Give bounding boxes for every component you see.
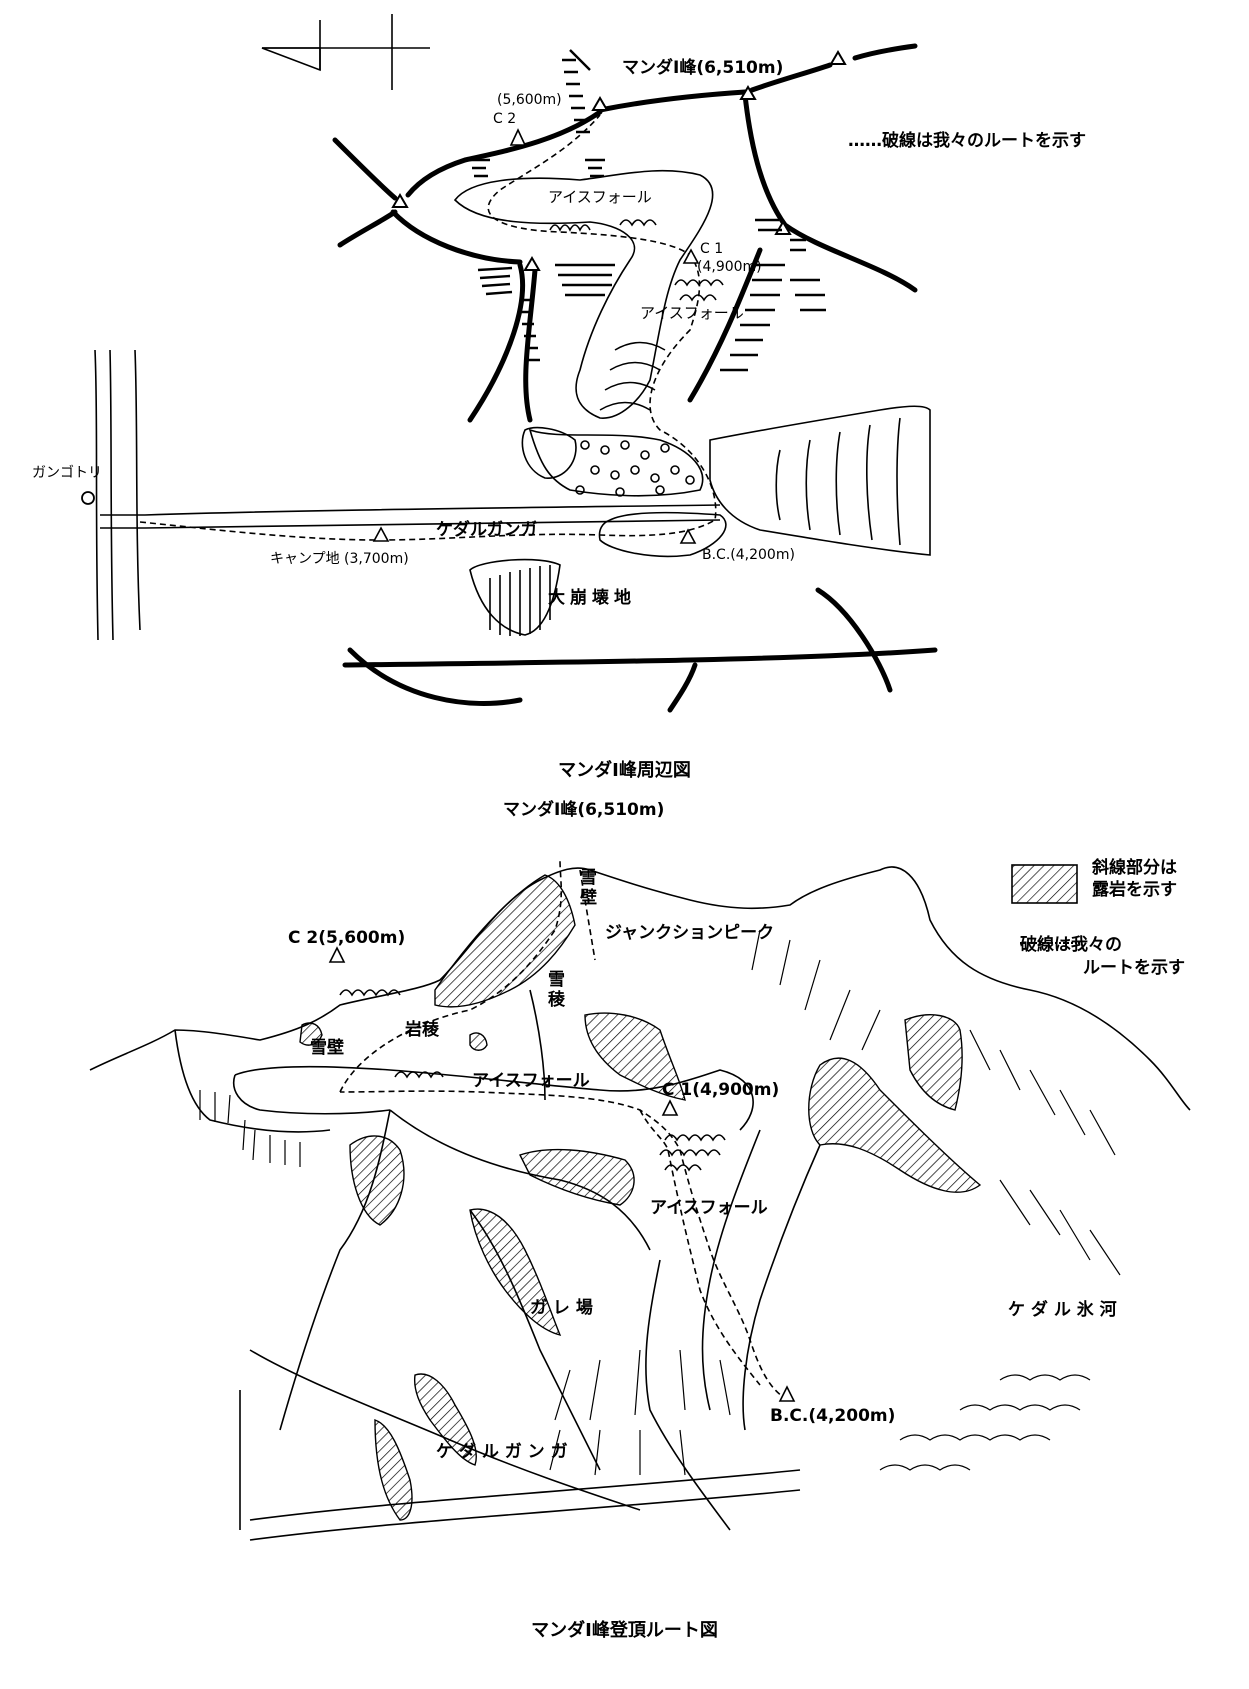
gangotri-label: ガンゴトリ — [32, 465, 102, 481]
slope-strokes — [199, 929, 1121, 1476]
peak-label: マンダⅠ峰(6,510m) — [622, 58, 784, 78]
north-arrow-icon — [261, 14, 430, 90]
route-legend: ……破線は我々のルートを示す — [848, 131, 1086, 151]
route-dashed-line — [139, 114, 717, 541]
scree-label: ガ レ 場 — [530, 1298, 593, 1318]
route-legend-line1: 破線は我々の — [1020, 935, 1122, 955]
snow-wall-lower-label: 雪壁 — [310, 1038, 344, 1058]
c1-altitude-label: (4,900m) — [697, 259, 762, 275]
c2-label: C 2 — [493, 111, 517, 127]
terrain-lines — [174, 989, 821, 1541]
c1-label: C 1(4,900m) — [662, 1080, 780, 1100]
kedar-glacier-label: ケ ダ ル 氷 河 — [1008, 1300, 1117, 1320]
junction-peak-label: ジャンクションピーク — [605, 923, 775, 943]
rock-cliff-marks — [470, 49, 826, 372]
route-sketch-caption: マンダⅠ峰登頂ルート図 — [531, 1620, 718, 1641]
mountain-skyline — [89, 866, 1191, 1111]
icefall-upper-label: アイスフォール — [548, 188, 652, 206]
c2-label: C 2(5,600m) — [288, 928, 406, 948]
route-legend-dash — [1020, 942, 1080, 944]
rock-legend-swatch — [1011, 864, 1078, 904]
snow-ridge-label: 雪稜 — [548, 970, 565, 1011]
area-map-drawing — [81, 14, 938, 713]
c1-label: C 1 — [700, 241, 724, 257]
camp-markers — [328, 946, 796, 1402]
base-camp-label: B.C.(4,200m) — [770, 1406, 896, 1426]
ridge-lines — [332, 43, 938, 713]
collapse-area-label: 大崩壊地 — [548, 588, 636, 608]
area-map: マンダⅠ峰(6,510m) (5,600m) C 2 アイスフォール C 1 (… — [0, 0, 1249, 810]
icefall-lower-label: アイスフォール — [650, 1198, 768, 1218]
camp-markers — [372, 128, 700, 544]
c2-altitude-label: (5,600m) — [497, 92, 562, 108]
icefall-upper-label: アイスフォール — [472, 1071, 590, 1091]
route-legend-line2: ルートを示す — [1083, 958, 1185, 978]
kedarganga-label: ケ ダ ル ガ ン ガ — [436, 1442, 568, 1462]
base-camp-label: B.C.(4,200m) — [702, 547, 795, 563]
camp-label: キャンプ地 (3,700m) — [270, 551, 409, 567]
peak-label: マンダⅠ峰(6,510m) — [503, 800, 665, 820]
icefall-lower-label: アイスフォール — [640, 304, 744, 322]
kedarganga-label: ケダルガンガ — [436, 520, 538, 540]
route-sketch: マンダⅠ峰(6,510m) 雪壁 ジャンクションピーク C 2(5,600m) … — [0, 802, 1249, 1689]
snow-wall-upper-label: 雪壁 — [580, 868, 597, 909]
rock-ridge-label: 岩稜 — [405, 1020, 439, 1040]
rock-legend-line2: 露岩を示す — [1092, 880, 1177, 900]
river-and-roads — [81, 349, 721, 641]
area-map-caption: マンダⅠ峰周辺図 — [558, 760, 691, 781]
rock-outcrops — [299, 874, 982, 1521]
rock-legend-line1: 斜線部分は — [1092, 858, 1177, 878]
route-sketch-drawing — [89, 859, 1191, 1541]
route-dashed-line — [339, 859, 789, 1401]
